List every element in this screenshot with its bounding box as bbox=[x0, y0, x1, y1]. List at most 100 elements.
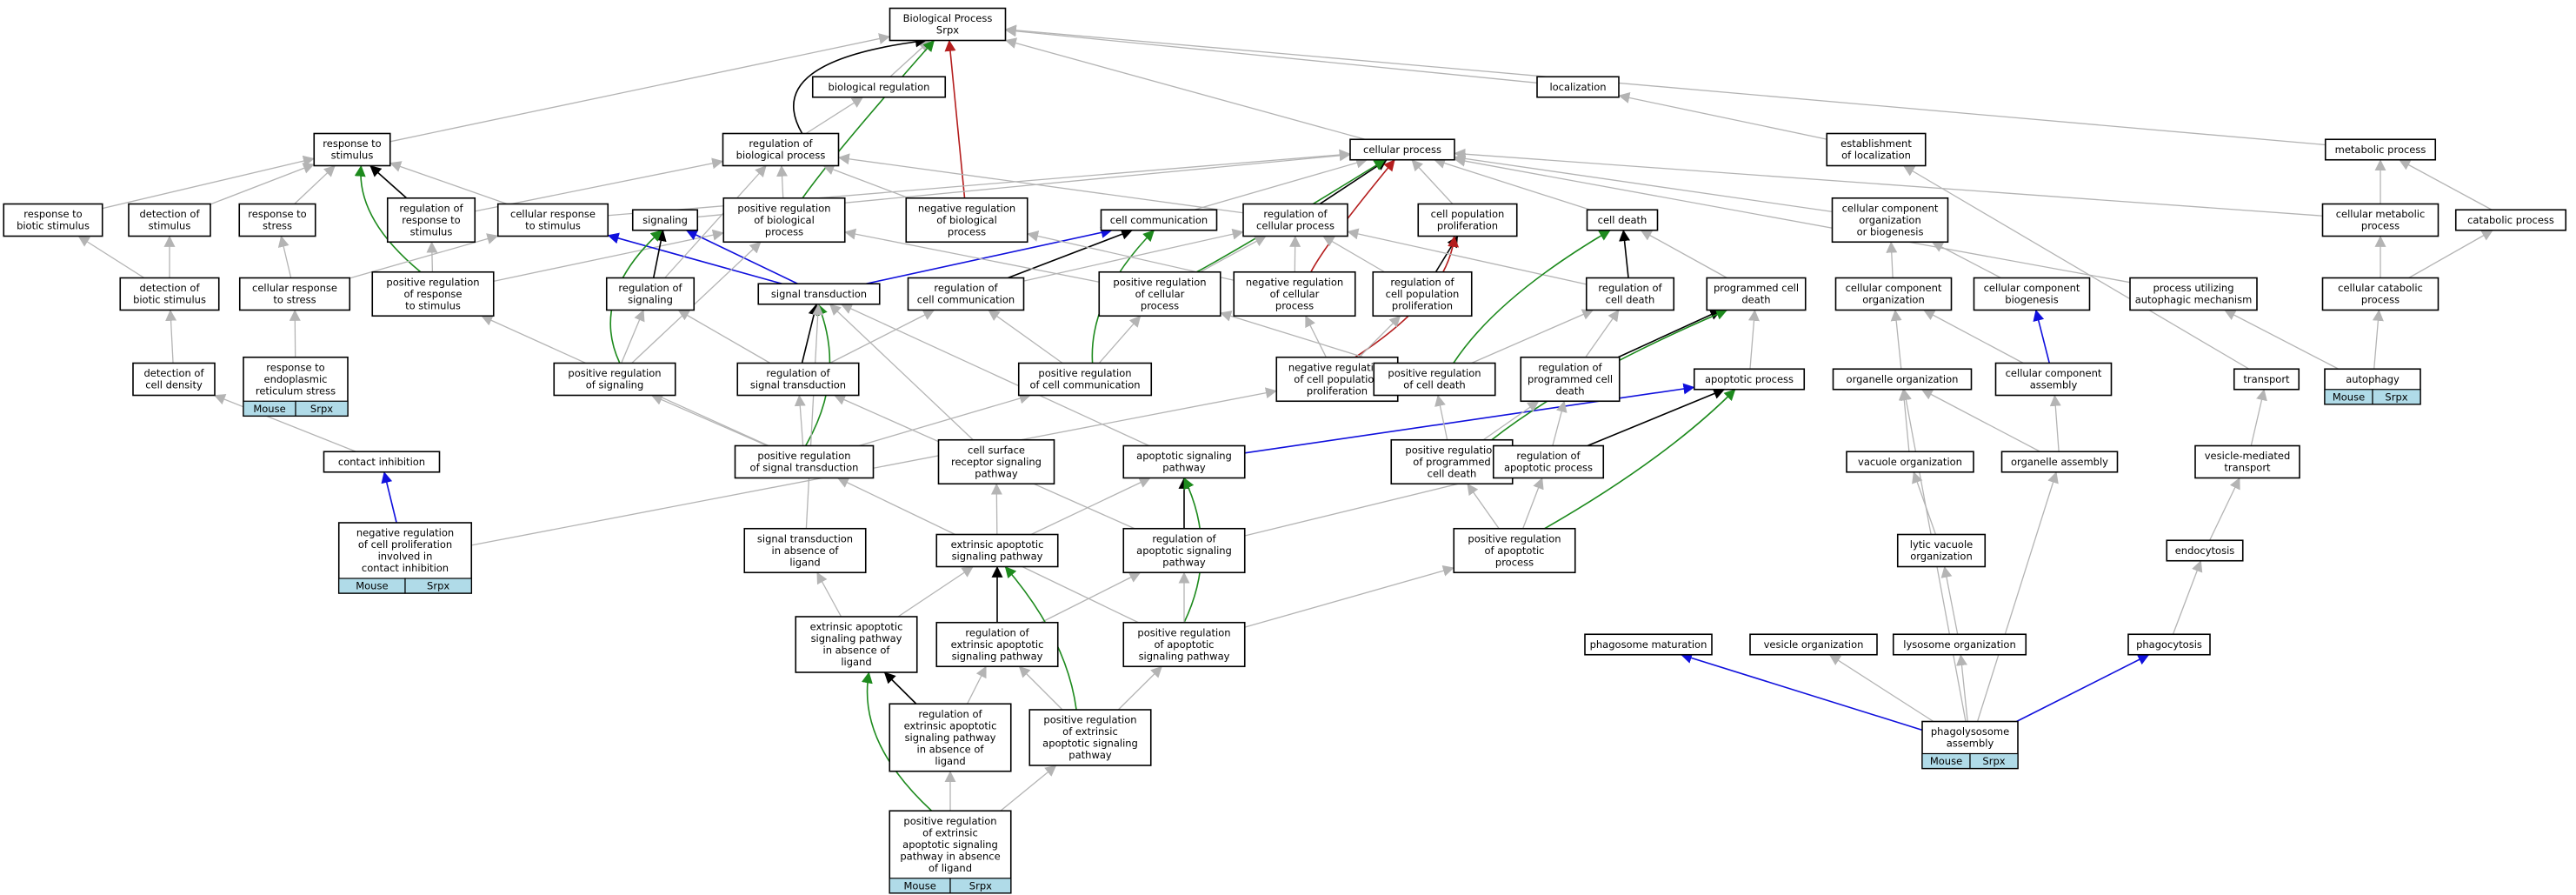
node-transport[interactable]: transport bbox=[2233, 368, 2300, 391]
node-label-line: cellular process bbox=[1363, 144, 1441, 156]
node-vacuole-org[interactable]: vacuole organization bbox=[1846, 451, 1974, 473]
edge-is-a bbox=[1522, 477, 1544, 529]
node-box bbox=[605, 277, 696, 311]
annotation-cell bbox=[404, 578, 472, 594]
node-phagosome-mat[interactable]: phagosome maturation bbox=[1584, 633, 1713, 656]
node-box bbox=[1242, 203, 1348, 237]
node-metab[interactable]: metabolic process bbox=[2324, 138, 2437, 161]
node-localization[interactable]: localization bbox=[1536, 76, 1620, 98]
node-box bbox=[2454, 209, 2567, 231]
node-vesicle-org[interactable]: vesicle organization bbox=[1749, 633, 1878, 656]
node-endocytosis[interactable]: endocytosis bbox=[2166, 539, 2244, 562]
edge-is-a bbox=[475, 157, 724, 212]
node-label-line: of response bbox=[404, 288, 463, 300]
edge-positively-regulates bbox=[354, 164, 422, 273]
node-box bbox=[553, 362, 676, 397]
node-contact-inhib[interactable]: contact inhibition bbox=[323, 451, 441, 473]
node-label-line: stimulus bbox=[331, 150, 374, 162]
node-label-line: cellular response bbox=[252, 282, 337, 294]
node-box bbox=[1832, 368, 1973, 391]
node-label-line: positive regulation bbox=[1043, 714, 1136, 726]
node-organelle-org[interactable]: organelle organization bbox=[1832, 368, 1973, 391]
node-phagocytosis[interactable]: phagocytosis bbox=[2127, 633, 2211, 656]
node-cell-death[interactable]: cell death bbox=[1586, 209, 1659, 231]
edge-is-a bbox=[1467, 483, 1500, 530]
node-label-line: positive regulation bbox=[1137, 626, 1230, 638]
node-label-line: assembly bbox=[2030, 379, 2078, 391]
node-biol-reg[interactable]: biological regulation bbox=[811, 76, 947, 98]
node-label-line: cellular component bbox=[1846, 282, 1942, 294]
node-label-line: process utilizing bbox=[2153, 282, 2233, 294]
node-lysosome-org[interactable]: lysosome organization bbox=[1892, 633, 2027, 656]
node-box bbox=[1492, 444, 1605, 479]
node-cell-comm[interactable]: cell communication bbox=[1100, 209, 1218, 231]
edge-is-a bbox=[1322, 235, 1385, 273]
node-cell-proc[interactable]: cellular process bbox=[1349, 138, 1455, 161]
node-sig-trans[interactable]: signal transduction bbox=[757, 283, 881, 305]
node-organelle-assembly[interactable]: organelle assembly bbox=[2000, 451, 2119, 473]
node-catab[interactable]: catabolic process bbox=[2454, 209, 2567, 231]
node-apoptotic[interactable]: apoptotic process bbox=[1693, 368, 1806, 391]
node-label-line: cellular component bbox=[1984, 282, 2080, 294]
node-signaling[interactable]: signaling bbox=[631, 209, 699, 231]
